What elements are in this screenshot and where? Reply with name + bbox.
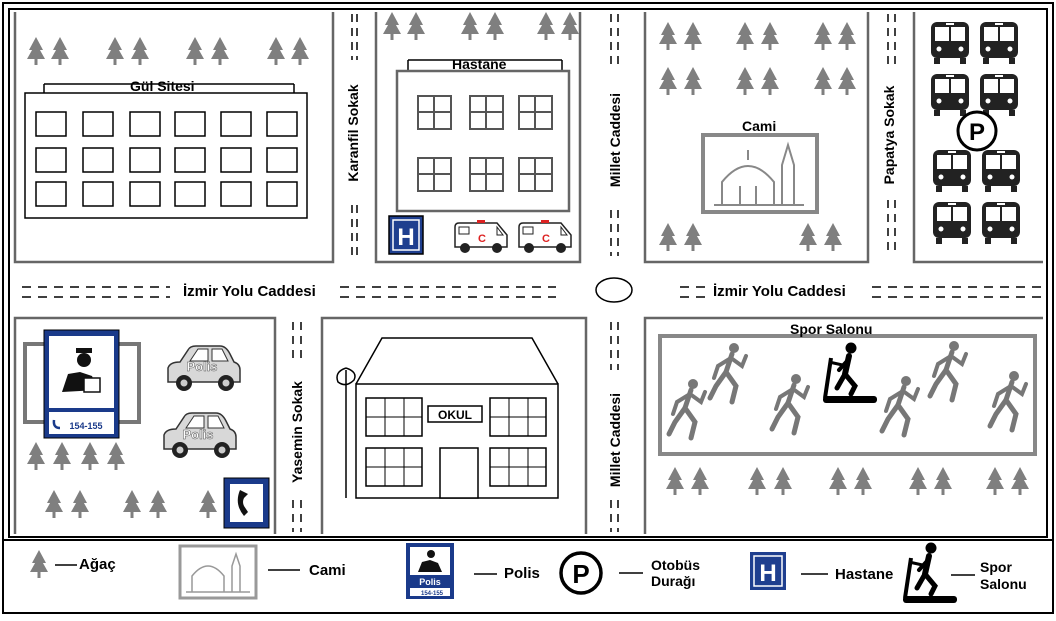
legend-icons: Polis 154-155 P H [30,543,975,604]
legend-tree-icon [30,550,48,578]
police-station-sign: Polis 154-155 [23,329,141,439]
yasemin-dashes [292,322,302,532]
legend-hospital-label: Hastane [835,566,894,583]
police-sign-phone: 154-155 [69,421,102,431]
millet-top-label: Millet Caddesi [607,92,623,188]
parking-letter: P [969,119,985,146]
police-car-1-label: Polis [186,359,217,374]
ambulance-1 [454,219,508,254]
millet-dashes [610,14,619,532]
legend-bus-stop-line2: Durağı [651,573,696,589]
map-frame [8,8,1048,538]
legend-tree-label: Ağaç [79,556,116,573]
police-car-2-label: Polis [182,427,213,442]
ambulance-2 [518,219,572,254]
legend-police-sign-text: Polis [419,577,441,587]
izmir-yolu-dashes [22,286,1042,298]
hastane-building [395,59,571,213]
papatya-label: Papatya Sokak [881,85,897,185]
izmir-yolu-label-right: İzmir Yolu Caddesi [713,283,846,300]
parking-icon [956,110,998,152]
cami-building [701,133,819,214]
millet-bottom-label: Millet Caddesi [607,392,623,488]
izmir-yolu-label-left: İzmir Yolu Caddesi [183,283,316,300]
phone-sign [223,477,270,529]
okul-label: OKUL [438,408,472,422]
hastane-label: Hastane [452,56,507,72]
cami-label: Cami [742,118,777,134]
papatya-dashes [887,14,896,256]
hospital-sign: H [388,215,424,255]
legend-parking-letter: P [572,559,589,589]
legend-hospital-icon: H [750,552,786,590]
legend-hospital-letter: H [759,560,776,587]
karanfil-label: Karanfil Sokak [345,84,361,182]
legend-police-label: Polis [504,565,540,582]
legend-bus-stop-label: Otobüs Durağı [651,557,700,589]
spor-salonu-label: Spor Salonu [790,321,873,337]
legend-gym-icon [903,543,957,604]
gul-sitesi-label: Gül Sitesi [130,78,195,94]
legend-gym-line2: Salonu [980,576,1027,592]
police-car-1: Polis [167,345,241,392]
legend-parking-icon: P [559,551,603,595]
legend-bus-stop-line1: Otobüs [651,557,700,573]
bus-stop-area: P [930,21,1021,245]
road-markings [22,14,1042,532]
okul-building: OKUL [336,337,559,499]
legend-mosque-icon [178,544,258,600]
legend-gym-line1: Spor [980,559,1012,575]
legend-police-icon: Polis 154-155 [406,543,454,599]
yasemin-label: Yasemin Sokak [289,381,305,483]
roundabout [595,277,633,303]
spor-salonu-area [658,334,1037,456]
police-sign-text: Polis [62,394,100,410]
blocks [13,12,1043,534]
legend-police-phone: 154-155 [421,591,444,597]
legend-gym-label: Spor Salonu [980,559,1027,593]
hospital-letter: H [397,224,414,251]
police-car-2: Polis [163,412,237,459]
karanfil-dashes [351,14,358,256]
gul-sitesi-building [24,83,308,219]
legend-mosque-label: Cami [309,562,346,579]
